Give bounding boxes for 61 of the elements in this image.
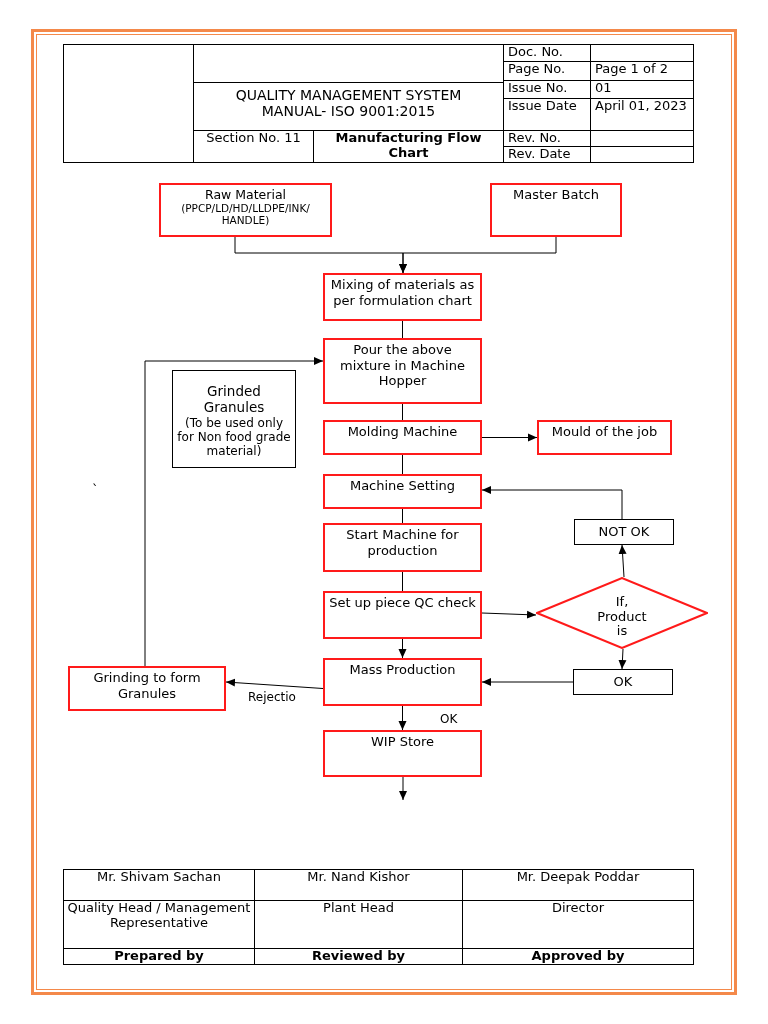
process-box (574, 519, 674, 545)
table-cell: Rev. Date (503, 146, 591, 163)
node-text: Grinding to form Granules (92, 670, 202, 702)
node-text: Mixing of materials as per formulation chart (329, 277, 476, 309)
stray-mark: ` (92, 482, 99, 498)
process-box (172, 370, 296, 468)
arrow (399, 236, 557, 274)
table-cell: Approved by (462, 948, 694, 965)
node-text: Grinded Granules (202, 382, 266, 416)
node-note: (PPCP/LD/HD/LLDPE/INK/ HANDLE) (180, 202, 311, 227)
node-text: Mass Production (348, 662, 457, 678)
table-cell: Mr. Deepak Poddar (462, 869, 694, 901)
process-box (323, 273, 482, 321)
connector-line (402, 454, 403, 475)
node-text: Raw Material (203, 187, 288, 202)
node-text: Master Batch (512, 187, 600, 203)
process-box (159, 183, 332, 237)
arrow (481, 433, 538, 442)
node-text: Set up piece QC check (328, 595, 477, 611)
arrow (618, 648, 627, 670)
node-text: Molding Machine (346, 424, 459, 440)
arrow (144, 357, 324, 667)
table-cell: Prepared by (63, 948, 255, 965)
process-box (573, 669, 673, 695)
arrow (398, 705, 407, 731)
arrow (225, 678, 324, 689)
table-cell: Mr. Shivam Sachan (63, 869, 255, 901)
arrow (481, 486, 623, 520)
node-text: Machine Setting (348, 478, 457, 494)
process-box (323, 338, 482, 404)
edge-label: Rejectio (246, 690, 298, 705)
process-box (323, 730, 482, 777)
process-box (490, 183, 622, 237)
process-box (323, 420, 482, 455)
arrow (481, 610, 537, 619)
connector-line (402, 320, 403, 339)
connector-line (402, 403, 403, 421)
node-text: Mould of the job (550, 424, 659, 440)
arrow (618, 544, 627, 578)
table-cell: Reviewed by (254, 948, 463, 965)
process-box (323, 658, 482, 706)
connector-line (402, 508, 403, 524)
node-text: NOT OK (597, 524, 651, 540)
node-text: If, Product is (596, 594, 648, 640)
node-note: (To be used only for Non food grade material) (176, 415, 292, 459)
process-box (323, 474, 482, 509)
arrow (481, 678, 574, 686)
arrow (399, 776, 407, 801)
table-cell: Manufacturing Flow Chart (313, 130, 504, 163)
node-text: OK (612, 674, 634, 690)
connector-line (402, 571, 403, 592)
process-box (323, 523, 482, 572)
process-box (68, 666, 226, 711)
node-text: WIP Store (370, 734, 435, 750)
process-box (537, 420, 672, 455)
decision-diamond (536, 577, 708, 649)
node-text: Start Machine for production (345, 527, 460, 559)
table-cell: Section No. 11 (193, 130, 314, 163)
process-box (323, 591, 482, 639)
node-text: Pour the above mixture in Machine Hopper (339, 342, 466, 389)
arrow (398, 638, 407, 659)
